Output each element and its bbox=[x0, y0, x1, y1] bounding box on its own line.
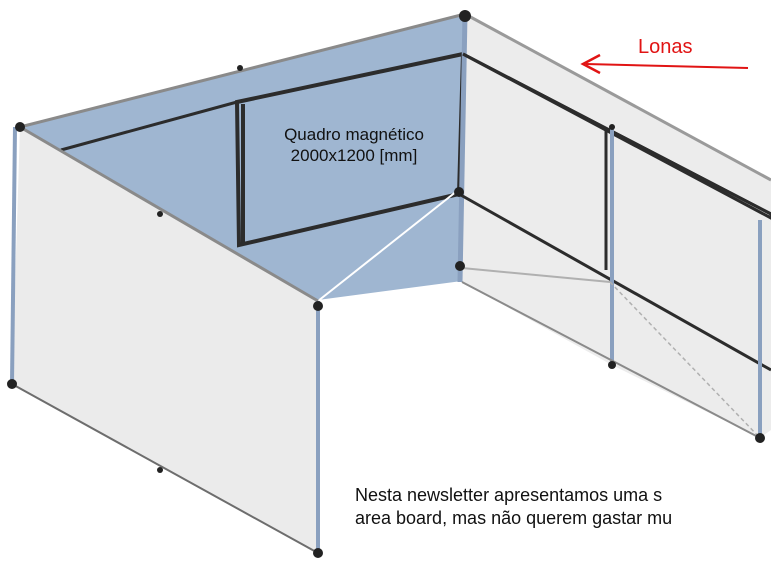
floor-line-3 bbox=[60, 100, 238, 152]
right-diag-2 bbox=[609, 281, 761, 439]
right-diag-1 bbox=[461, 267, 611, 283]
right-bottom-edge bbox=[461, 281, 761, 439]
right-frame-mid bbox=[458, 192, 771, 372]
caption-line-1: Nesta newsletter apresentamos uma s bbox=[355, 485, 663, 505]
lonas-arrow-line bbox=[585, 63, 749, 69]
right-panel-back bbox=[462, 14, 771, 438]
board-label-line-2: 2000x1200 [mm] bbox=[290, 146, 418, 165]
floor-line-1 bbox=[317, 190, 458, 302]
board-label-line-1: Quadro magnético bbox=[284, 125, 424, 144]
left-panel-bottom bbox=[11, 383, 319, 554]
magnetic-board-label: Quadro magnético 2000x1200 [mm] bbox=[244, 124, 464, 166]
top-edge-right bbox=[464, 12, 771, 182]
left-post-front bbox=[10, 126, 17, 385]
panels-label: Lonas bbox=[638, 36, 693, 58]
caption-line-2: area board, mas não querem gastar mu bbox=[355, 508, 673, 528]
lonas-arrow-head bbox=[580, 53, 601, 75]
frame-joints bbox=[7, 10, 765, 558]
left-panel-top bbox=[19, 125, 319, 303]
floor-line-2 bbox=[317, 281, 463, 302]
caption-text: Nesta newsletter apresentamos uma s area… bbox=[355, 484, 672, 530]
top-edge-back bbox=[19, 12, 466, 129]
center-back-post bbox=[457, 13, 468, 283]
left-panel bbox=[12, 127, 318, 553]
right-frame-top bbox=[462, 52, 771, 216]
